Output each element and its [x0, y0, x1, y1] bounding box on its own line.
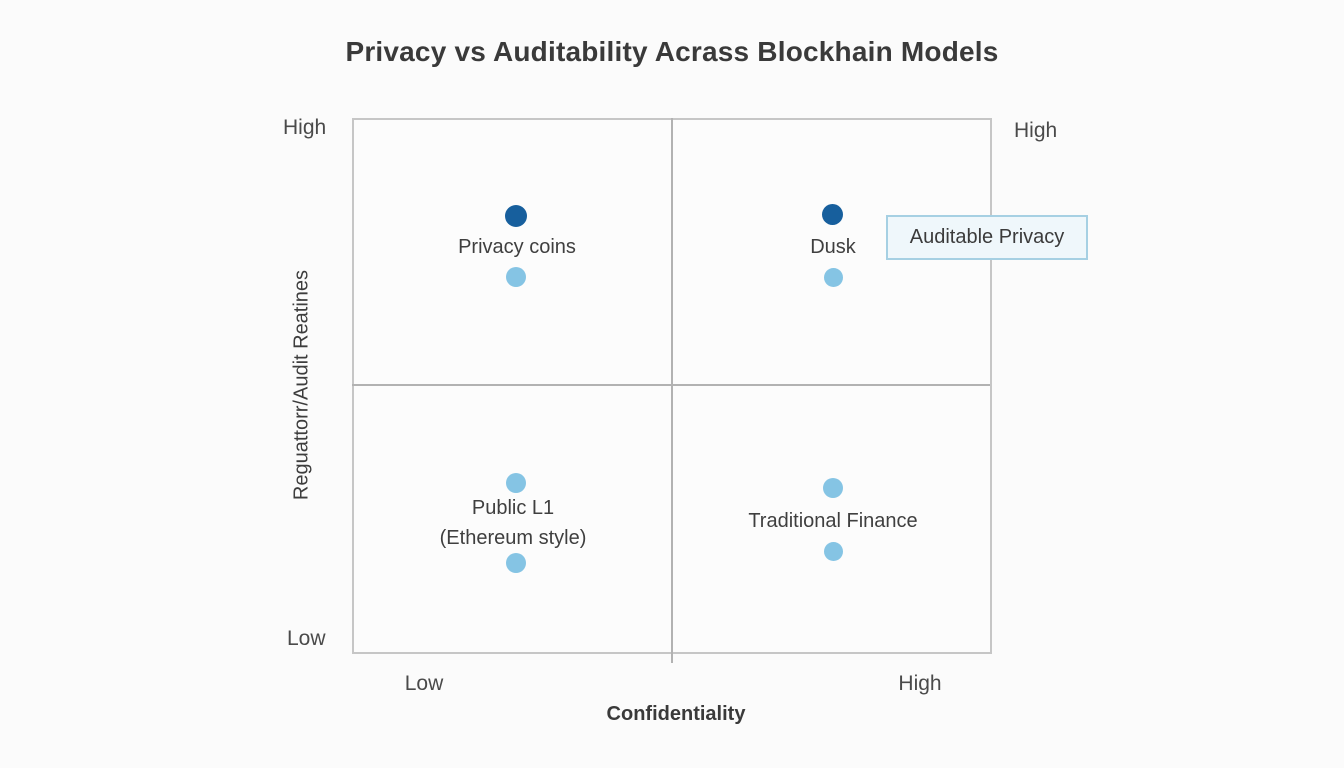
y-axis-tick-high-right: High: [1014, 119, 1058, 142]
public-l1-label-line2: (Ethereum style): [439, 527, 587, 549]
privacy-coins-dark-dot: [505, 205, 527, 227]
center-horizontal-gridline: [352, 384, 990, 386]
y-axis-title: Reguattorr/Audit Reatines: [290, 269, 313, 501]
x-axis-tick-low: Low: [404, 672, 444, 695]
dusk-light-dot: [824, 268, 843, 287]
privacy-coins-label: Privacy coins: [458, 236, 576, 258]
privacy-coins-light-dot: [506, 267, 526, 287]
public-l1-label-line1: Public L1: [471, 497, 555, 519]
auditable-privacy-callout: Auditable Privacy: [886, 215, 1088, 260]
dusk-label: Dusk: [810, 236, 856, 258]
x-axis-title: Confidentiality: [606, 703, 746, 725]
chart-title: Privacy vs Auditability Acrass Blockhain…: [345, 36, 999, 67]
public-l1-label: Public L1 (Ethereum style): [393, 493, 633, 553]
public-l1-bottom-dot: [506, 553, 526, 573]
y-axis-tick-high-left: High: [283, 116, 327, 139]
center-vertical-gridline: [671, 118, 673, 663]
public-l1-top-dot: [506, 473, 526, 493]
traditional-finance-bottom-dot: [824, 542, 843, 561]
traditional-finance-label: Traditional Finance: [748, 510, 918, 532]
x-axis-tick-high: High: [898, 672, 942, 695]
auditable-privacy-callout-label: Auditable Privacy: [909, 226, 1065, 248]
traditional-finance-top-dot: [823, 478, 843, 498]
y-axis-tick-low: Low: [287, 627, 326, 650]
dusk-dark-dot: [822, 204, 843, 225]
